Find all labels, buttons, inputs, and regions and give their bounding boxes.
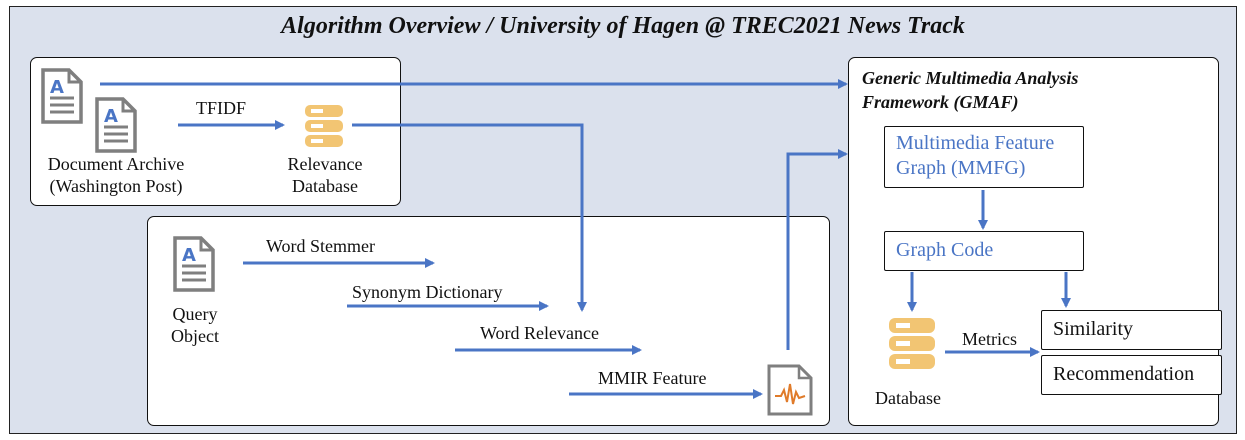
mmfg-box — [884, 126, 1084, 188]
graph-code-label: Graph Code — [896, 239, 994, 261]
arrow-relevance-db-to-query — [352, 123, 587, 312]
gmaf-title-line1: Generic Multimedia Analysis — [862, 68, 1079, 88]
svg-text:A: A — [182, 245, 196, 266]
mmfg-line1: Multimedia Feature — [896, 132, 1055, 154]
archive-label: Document Archive (Washington Post) — [30, 153, 202, 197]
relevance-db-label: Relevance Database — [270, 153, 380, 197]
database-icon — [305, 105, 343, 147]
word-relevance-label: Word Relevance — [480, 323, 599, 343]
query-label-line1: Query — [172, 304, 218, 324]
recommendation-box — [1041, 355, 1222, 395]
recommendation-label: Recommendation — [1053, 363, 1195, 385]
gmaf-title: Generic Multimedia Analysis Framework (G… — [862, 66, 1202, 114]
mmfg-label: Multimedia Feature Graph (MMFG) — [896, 131, 1054, 181]
gmaf-title-line2: Framework (GMAF) — [862, 92, 1019, 112]
similarity-label: Similarity — [1053, 318, 1133, 340]
metrics-label: Metrics — [962, 329, 1017, 349]
relevance-db-line1: Relevance — [287, 154, 363, 174]
svg-text:A: A — [50, 77, 64, 98]
relevance-db-line2: Database — [292, 176, 358, 196]
signal-document-icon — [767, 364, 813, 416]
mmfg-line2: Graph (MMFG) — [896, 157, 1026, 179]
word-stemmer-label: Word Stemmer — [266, 236, 376, 256]
diagram-title: Algorithm Overview / University of Hagen… — [281, 13, 965, 39]
graph-code-box — [884, 231, 1084, 271]
similarity-box — [1041, 310, 1222, 350]
archive-label-line1: Document Archive — [47, 154, 185, 174]
gmaf-database-label: Database — [875, 388, 941, 408]
synonym-dictionary-label: Synonym Dictionary — [352, 282, 503, 302]
mmir-feature-label: MMIR Feature — [598, 368, 707, 388]
query-box — [147, 216, 830, 426]
query-label: Query Object — [155, 303, 235, 347]
query-document-icon: A — [173, 236, 215, 292]
query-label-line2: Object — [171, 326, 219, 346]
document-icon: A — [41, 68, 83, 124]
document-icon: A — [95, 97, 137, 153]
gmaf-database-icon — [889, 318, 935, 369]
archive-label-line2: (Washington Post) — [49, 176, 183, 196]
arrow-mmir-to-gmaf — [786, 149, 848, 350]
svg-text:A: A — [104, 106, 118, 127]
tfidf-label: TFIDF — [196, 98, 247, 118]
